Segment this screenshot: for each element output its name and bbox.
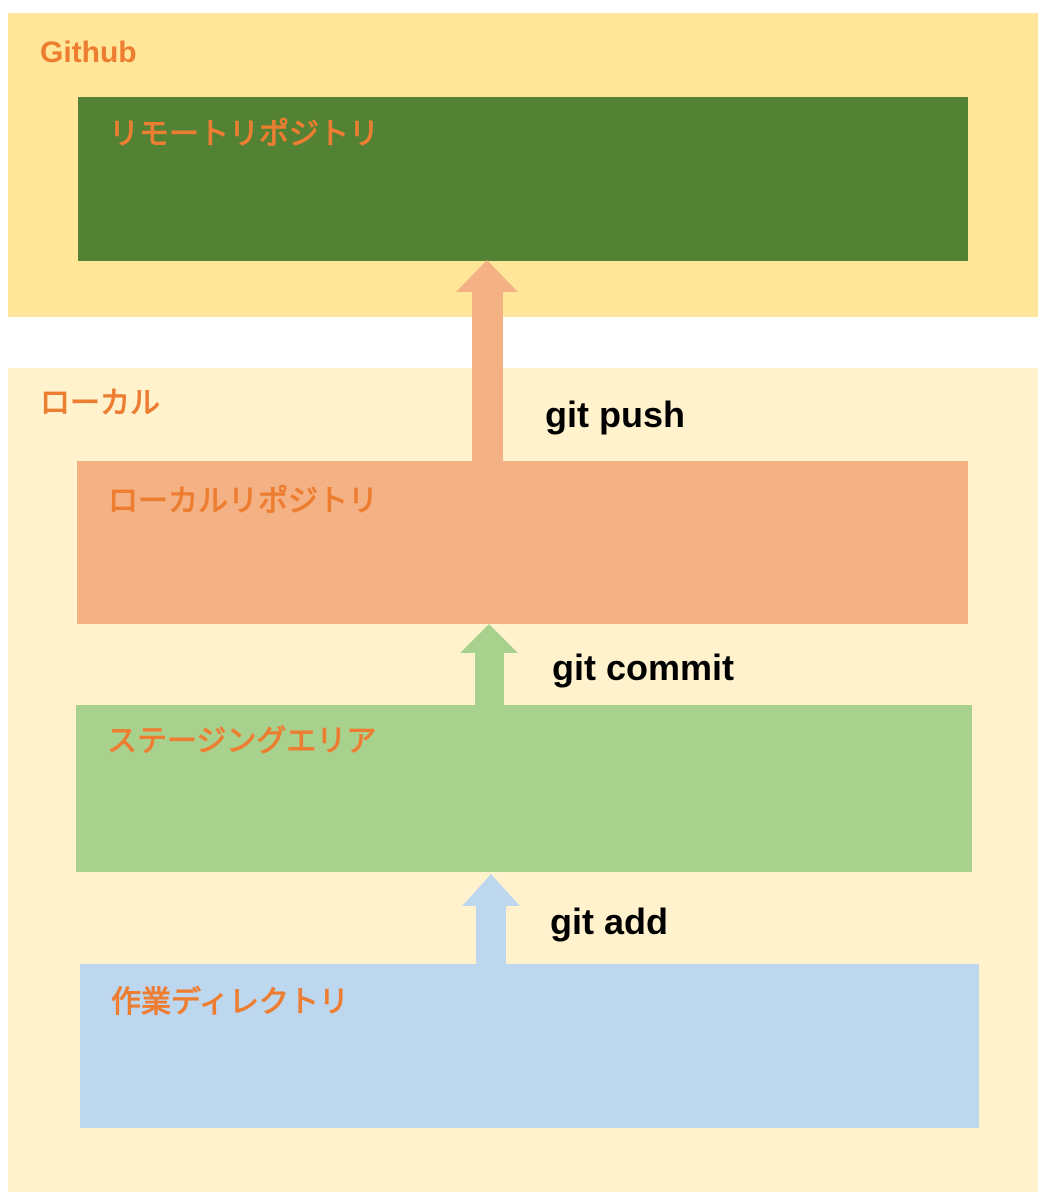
git-push-command-label: git push: [545, 394, 685, 435]
git-add-command-label: git add: [550, 901, 668, 942]
staging-area-label: ステージングエリア: [107, 725, 377, 758]
git-add-arrow-shaft: [476, 905, 506, 964]
local-repository-box: ローカルリポジトリ: [77, 461, 968, 624]
github-section-label: Github: [40, 36, 137, 69]
staging-area-box: ステージングエリア: [76, 705, 972, 872]
git-push-arrow-icon: [456, 260, 518, 292]
git-push-arrow-shaft: [472, 291, 503, 463]
remote-repository-box: リモートリポジトリ: [78, 97, 968, 261]
working-directory-box: 作業ディレクトリ: [80, 964, 979, 1128]
github-section: Github リモートリポジトリ: [8, 13, 1038, 317]
git-commit-arrow-shaft: [475, 652, 504, 706]
git-commit-arrow-icon: [460, 624, 518, 653]
git-add-arrow-icon: [462, 874, 520, 906]
git-commit-command-label: git commit: [552, 647, 735, 688]
remote-repository-label: リモートリポジトリ: [109, 118, 379, 151]
working-directory-label: 作業ディレクトリ: [111, 986, 349, 1019]
local-section: ローカル ローカルリポジトリ ステージングエリア 作業ディレクトリ: [8, 368, 1038, 1192]
local-section-label: ローカル: [40, 387, 160, 420]
local-repository-label: ローカルリポジトリ: [108, 485, 378, 518]
